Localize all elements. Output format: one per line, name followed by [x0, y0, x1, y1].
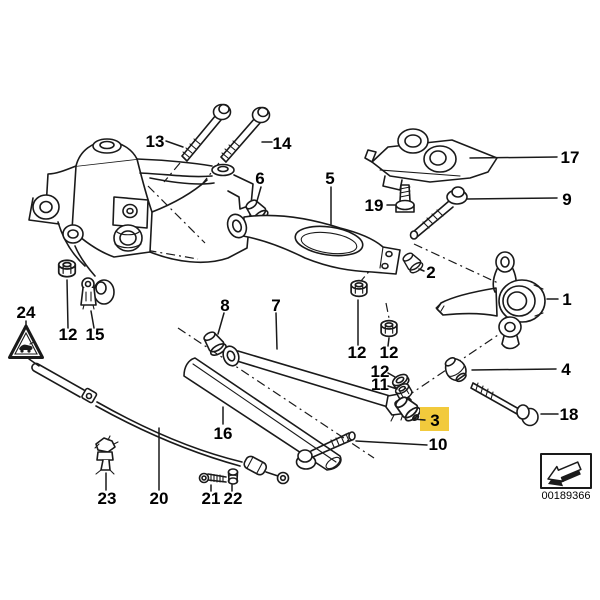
wheel-carrier-1: [435, 251, 546, 350]
bolt-13: [181, 103, 232, 162]
callout-22[interactable]: 22: [224, 489, 243, 508]
axle-carrier: [28, 138, 254, 305]
highlighted-callout-3[interactable]: 3: [412, 407, 449, 431]
screw-21: [198, 472, 227, 484]
nut-12-right: [380, 319, 398, 338]
callout-20[interactable]: 20: [150, 489, 169, 508]
callout-21[interactable]: 21: [202, 489, 221, 508]
cable-20: [31, 362, 290, 485]
callout-12-top[interactable]: 12: [348, 343, 367, 362]
image-id: 00189366: [542, 490, 591, 502]
direction-arrow-icon: [547, 461, 582, 483]
control-arm-5: [226, 213, 401, 275]
callout-3[interactable]: 3: [430, 411, 439, 430]
callout-15[interactable]: 15: [86, 325, 105, 344]
callout-11[interactable]: 11: [371, 375, 389, 394]
bolt-18: [470, 382, 539, 427]
callout-5[interactable]: 5: [325, 169, 334, 188]
callout-14[interactable]: 14: [273, 134, 292, 153]
callout-24[interactable]: 24: [17, 303, 36, 322]
warning-triangle-24: [8, 324, 44, 359]
callout-9[interactable]: 9: [562, 190, 571, 209]
highlight-box: [420, 407, 449, 431]
callout-1[interactable]: 1: [562, 290, 571, 309]
callout-13[interactable]: 13: [146, 132, 165, 151]
grommet-22: [227, 468, 239, 485]
callout-4[interactable]: 4: [561, 360, 571, 379]
bolt-19: [395, 184, 415, 213]
callout-18[interactable]: 18: [560, 405, 579, 424]
callout-12-left[interactable]: 12: [59, 325, 78, 344]
callout-12-washer[interactable]: 12: [371, 362, 390, 381]
bushing-8: [203, 331, 227, 356]
nut-12-top: [350, 279, 368, 298]
leader-lines: [25, 140, 559, 492]
callout-23[interactable]: 23: [98, 489, 117, 508]
callout-7[interactable]: 7: [271, 296, 280, 315]
nut-12-left: [57, 259, 77, 278]
callout-6[interactable]: 6: [255, 169, 264, 188]
callout-8[interactable]: 8: [220, 296, 229, 315]
callout-19[interactable]: 19: [365, 196, 384, 215]
bolt-14: [220, 106, 271, 163]
bushing-4: [444, 357, 467, 383]
bolt-10: [295, 431, 356, 470]
bracket-17: [364, 128, 498, 191]
callout-labels: 13 14 6 5 19 17 9 2 1 24 12 15 8 7 12 12…: [17, 132, 580, 508]
callout-2[interactable]: 2: [426, 263, 435, 282]
bolt-9: [409, 186, 468, 240]
bushing-2: [402, 252, 424, 274]
callout-10[interactable]: 10: [429, 435, 448, 454]
tube-16: [183, 357, 342, 471]
legend-box: [540, 453, 592, 489]
callout-16[interactable]: 16: [214, 424, 233, 443]
clip-23: [94, 435, 119, 475]
legend: 00189366: [540, 453, 592, 502]
clip-15: [80, 277, 97, 310]
callout-17[interactable]: 17: [561, 148, 580, 167]
callout-12-right[interactable]: 12: [380, 343, 399, 362]
